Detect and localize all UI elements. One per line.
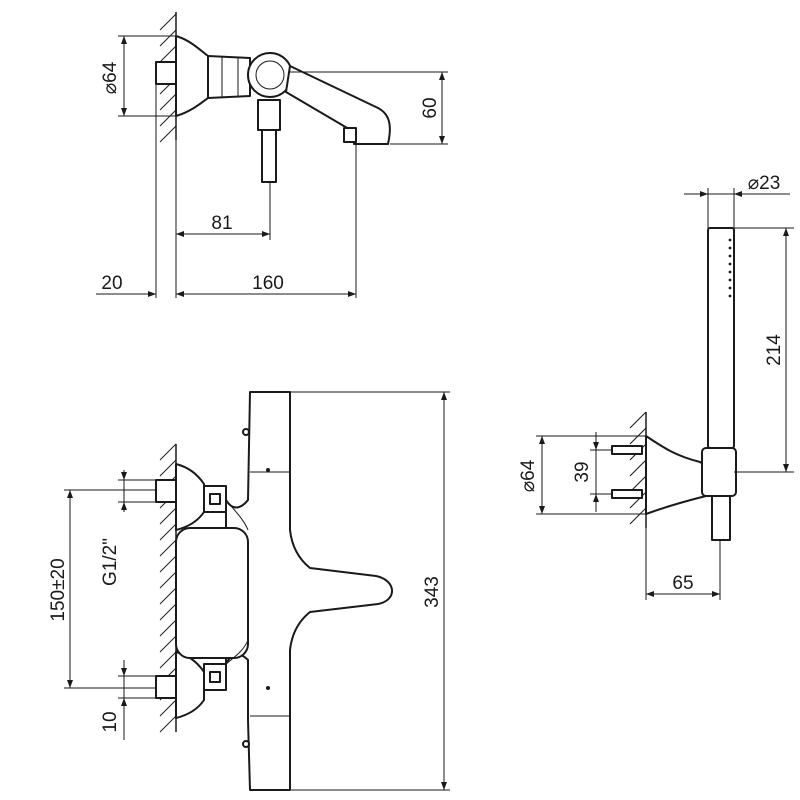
dim-front-body-length: 343 bbox=[422, 576, 443, 608]
top-shower-outlet bbox=[257, 99, 281, 131]
shower-spray-holes bbox=[728, 238, 732, 298]
shower-hose-stub bbox=[711, 495, 731, 541]
dim-top-dist-outlet: 81 bbox=[211, 213, 232, 234]
dim-shower-bracket-projection: 65 bbox=[672, 573, 693, 594]
dim-shower-dia-handle: ⌀23 bbox=[748, 173, 781, 194]
dim-front-thread: G1/2" bbox=[100, 538, 121, 586]
dim-top-length-spout: 160 bbox=[252, 273, 284, 294]
shower-bracket bbox=[645, 435, 707, 515]
top-inlet-stub bbox=[155, 61, 177, 85]
front-upper-rosette bbox=[175, 463, 205, 531]
front-body bbox=[225, 391, 393, 791]
dim-front-centers: 150±20 bbox=[48, 558, 69, 621]
shower-holder-ring bbox=[701, 447, 737, 497]
front-view: G1/2" 150±20 10 343 bbox=[48, 391, 450, 791]
shower-view: ⌀23 214 ⌀64 39 65 bbox=[518, 173, 794, 600]
top-view: ⌀64 60 81 20 160 bbox=[96, 12, 448, 298]
top-shower-hose bbox=[261, 129, 277, 183]
top-mixer-body bbox=[207, 55, 251, 99]
top-spout bbox=[285, 65, 391, 145]
dim-shower-bracket-height: 39 bbox=[572, 461, 593, 482]
dim-shower-dia-bracket: ⌀64 bbox=[518, 459, 539, 492]
front-lower-inlet bbox=[155, 675, 177, 699]
bracket-screws bbox=[611, 445, 643, 499]
dim-top-wall-offset: 20 bbox=[101, 273, 122, 294]
dim-top-height-spout: 60 bbox=[420, 97, 441, 118]
shower-handle bbox=[707, 227, 735, 449]
dim-front-inlet-offset: 10 bbox=[100, 711, 121, 732]
front-lower-rosette bbox=[175, 651, 205, 719]
front-cartridge bbox=[175, 527, 249, 659]
top-wall-flange bbox=[175, 35, 209, 117]
front-upper-inlet bbox=[155, 479, 177, 503]
shower-wall-hatch bbox=[629, 411, 647, 525]
dim-shower-handle-length: 214 bbox=[764, 334, 785, 366]
dim-top-dia-wall: ⌀64 bbox=[100, 61, 121, 94]
